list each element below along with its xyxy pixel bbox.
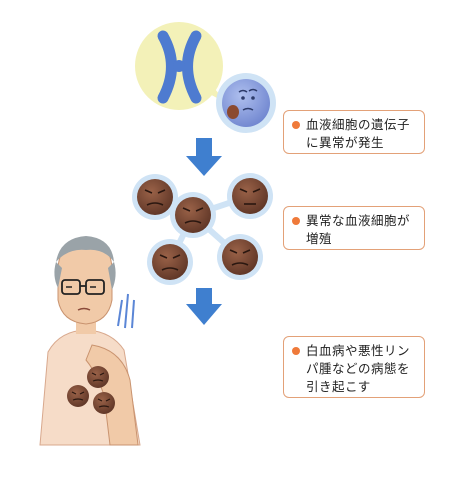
abnormal-cell-icon bbox=[87, 366, 109, 388]
abnormal-cell-icon bbox=[147, 239, 193, 285]
mutated-cell-icon bbox=[216, 73, 276, 133]
bullet-dot-icon bbox=[292, 121, 300, 129]
chromosome-icon bbox=[157, 30, 202, 104]
step-1-label: 血液細胞の遺伝子 に異常が発生 bbox=[283, 110, 425, 154]
bullet-dot-icon bbox=[292, 347, 300, 355]
arrow-down-icon bbox=[186, 288, 222, 325]
abnormal-cell-icon bbox=[170, 192, 216, 238]
abnormal-cell-icon bbox=[217, 234, 263, 280]
abnormal-cell-icon bbox=[132, 174, 178, 220]
abnormal-cell-icon bbox=[227, 173, 273, 219]
sick-man-illustration bbox=[39, 236, 141, 446]
chromosome-bubble bbox=[135, 22, 228, 110]
abnormal-cell-cluster bbox=[132, 173, 273, 285]
bullet-dot-icon bbox=[292, 217, 300, 225]
step-2-text: 異常な血液細胞が 増殖 bbox=[306, 213, 411, 247]
step-3-text: 白血病や悪性リン パ腫などの病態を 引き起こす bbox=[306, 343, 411, 395]
abnormal-cell-icon bbox=[67, 385, 89, 407]
abnormal-cell-icon bbox=[93, 392, 115, 414]
step-1-text: 血液細胞の遺伝子 に異常が発生 bbox=[306, 117, 411, 151]
step-3-label: 白血病や悪性リン パ腫などの病態を 引き起こす bbox=[283, 336, 425, 398]
step-2-label: 異常な血液細胞が 増殖 bbox=[283, 206, 425, 250]
arrow-down-icon bbox=[186, 138, 222, 176]
